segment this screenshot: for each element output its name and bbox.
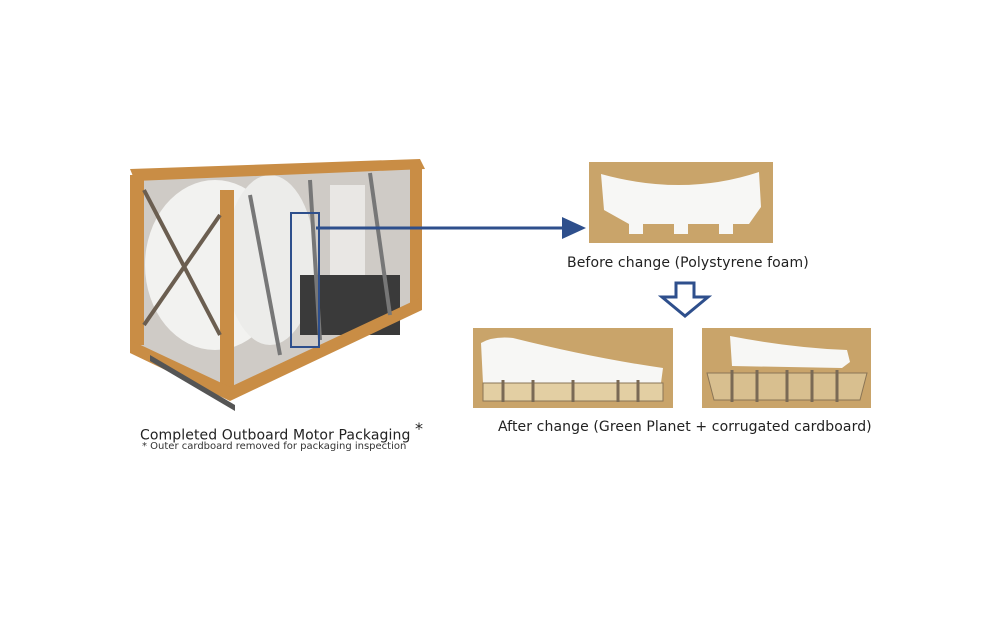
before-photo	[589, 162, 773, 243]
crate-photo	[130, 159, 425, 411]
crate-note: * Outer cardboard removed for packaging …	[142, 441, 407, 452]
right-arrow-icon	[316, 217, 586, 239]
after-caption: After change (Green Planet + corrugated …	[498, 419, 872, 435]
crate-caption-asterisk: *	[415, 419, 424, 438]
before-caption: Before change (Polystyrene foam)	[567, 255, 809, 271]
after-photo-assembled	[473, 328, 673, 408]
down-arrow-icon	[658, 281, 712, 318]
crate-caption: Completed Outboard Motor Packaging *	[140, 419, 423, 444]
after-photo-separated	[702, 328, 871, 408]
highlight-box	[290, 212, 320, 348]
crate-caption-text: Completed Outboard Motor Packaging	[140, 427, 411, 444]
